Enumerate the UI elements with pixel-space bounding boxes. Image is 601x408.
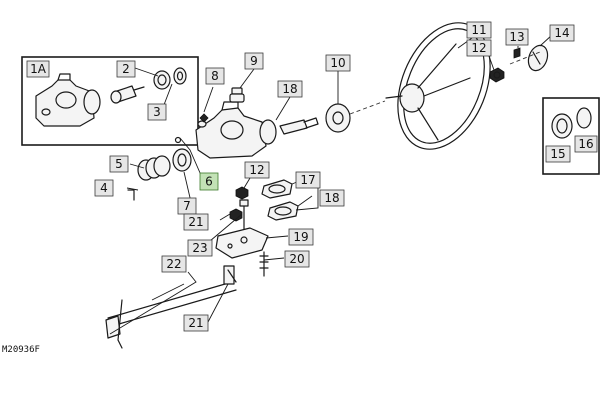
cap-14-drawing (513, 44, 549, 72)
callout-22: 22 (161, 255, 187, 273)
callout-21b: 21 (183, 314, 209, 332)
tie-rod-22-drawing (105, 265, 237, 349)
callout-14-text: 14 (554, 26, 569, 40)
callout-11-text: 11 (471, 23, 486, 37)
callout-19-text: 19 (293, 230, 308, 244)
callout-20-text: 20 (289, 252, 304, 266)
callout-20: 20 (284, 250, 310, 268)
callout-14: 14 (549, 24, 575, 42)
callout-23: 23 (187, 239, 213, 257)
callout-17-text: 17 (300, 173, 315, 187)
callout-5: 5 (109, 155, 129, 173)
callout-1a-text: 1A (30, 62, 47, 76)
callout-4-text: 4 (100, 181, 108, 195)
wheel-nut-12-drawing (489, 67, 505, 83)
callout-10: 10 (325, 54, 351, 72)
callout-16: 16 (574, 135, 598, 153)
callout-12b: 12 (244, 161, 270, 179)
callout-6: 6 (199, 172, 219, 191)
callout-2: 2 (116, 60, 136, 78)
bushings-17-18-drawing (261, 179, 299, 221)
callout-21a-text: 21 (188, 215, 203, 229)
inset-frame-1a (21, 56, 199, 146)
callout-8-text: 8 (211, 69, 219, 83)
callout-8: 8 (205, 67, 225, 85)
spring-bearing-drawing (127, 136, 192, 201)
callout-11: 11 (466, 21, 492, 39)
figure-code: M20936F (2, 345, 40, 355)
hub-10-drawing (325, 103, 351, 133)
callout-10-text: 10 (330, 56, 345, 70)
callout-12b-text: 12 (249, 163, 264, 177)
callout-3: 3 (147, 103, 167, 121)
inset-frame-15-16 (542, 97, 600, 175)
callout-1a: 1A (26, 60, 50, 78)
leader-lines (109, 34, 553, 335)
callout-4: 4 (94, 179, 114, 197)
callout-13: 13 (505, 28, 529, 46)
callout-22-text: 22 (166, 257, 181, 271)
callout-9: 9 (244, 52, 264, 70)
callout-15-text: 15 (550, 147, 565, 161)
center-axis-line (349, 51, 541, 115)
callout-9-text: 9 (250, 54, 258, 68)
callout-12a: 12 (466, 39, 492, 57)
bolt-20-drawing (259, 251, 269, 277)
caps-15-16-drawing (551, 107, 592, 139)
callout-2-text: 2 (122, 62, 130, 76)
callout-21a: 21 (183, 213, 209, 231)
plate-19-drawing (215, 227, 269, 259)
callout-17: 17 (295, 171, 321, 189)
housing-inset-drawing (35, 67, 187, 127)
callout-13-text: 13 (509, 30, 524, 44)
callout-3-text: 3 (153, 105, 161, 119)
callout-18b-text: 18 (324, 191, 339, 205)
callout-12a-text: 12 (471, 41, 486, 55)
column-housing-drawing (195, 101, 319, 159)
callout-21b-text: 21 (188, 316, 203, 330)
callout-18a-text: 18 (282, 82, 297, 96)
callout-6-text: 6 (205, 175, 213, 189)
callout-15: 15 (545, 145, 571, 163)
small-hardware-drawing (229, 186, 249, 233)
callout-18a: 18 (277, 80, 303, 98)
callout-23-text: 23 (192, 241, 207, 255)
fitting-9-drawing (229, 87, 245, 103)
callout-18b: 18 (319, 189, 345, 207)
callout-19: 19 (288, 228, 314, 246)
callout-7: 7 (177, 197, 197, 215)
callout-5-text: 5 (115, 157, 123, 171)
callout-16-text: 16 (578, 137, 593, 151)
callout-7-text: 7 (183, 199, 191, 213)
